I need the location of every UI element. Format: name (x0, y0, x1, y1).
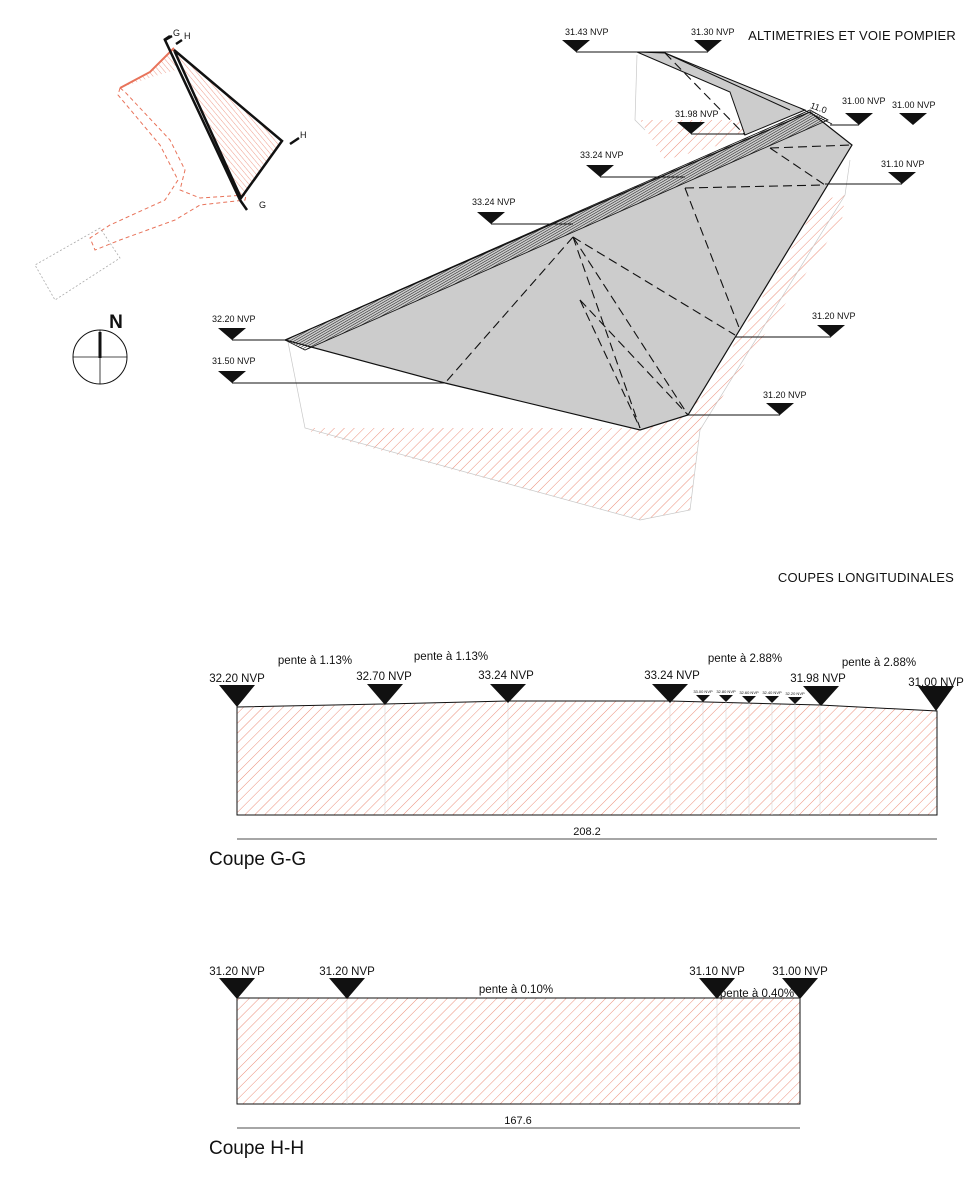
level-31-00-a: 31.00 NVP (842, 96, 886, 106)
gg-tiny-level-4: 32.40 NVP (762, 690, 782, 695)
level-33-24-a: 33.24 NVP (580, 150, 624, 160)
gg-tiny-level-5: 32.20 NVP (785, 691, 805, 696)
level-31-20-b: 31.20 NVP (763, 390, 807, 400)
gg-caption: Coupe G-G (209, 849, 306, 870)
section-mark-label-g1: G (173, 28, 180, 38)
plan-ridge-lines (444, 52, 853, 429)
level-31-20-a: 31.20 NVP (812, 311, 856, 321)
level-32-20: 32.20 NVP (212, 314, 256, 324)
gg-level-5: 31.98 NVP (790, 673, 846, 685)
hh-dimension: 167.6 (504, 1115, 532, 1127)
site-outline-grey (34, 227, 121, 301)
level-33-24-b: 33.24 NVP (472, 197, 516, 207)
section-gg-body (236, 700, 938, 816)
gg-dimension: 208.2 (573, 826, 601, 838)
hh-caption: Coupe H-H (209, 1138, 304, 1159)
section-mark-label-g2: G (259, 200, 266, 210)
gg-slope-1: pente à 1.13% (278, 655, 352, 667)
plan-level-markers: 31.43 NVP 31.30 NVP 31.98 NVP 31.00 NVP … (212, 27, 936, 416)
level-31-43: 31.43 NVP (565, 27, 609, 37)
key-plan: G H H G (34, 28, 307, 301)
plan-view: 11.0 31.43 NVP 31.30 NVP 31.98 NVP 31.00… (212, 27, 936, 521)
hh-level-2: 31.20 NVP (319, 966, 375, 978)
gg-tiny-level-2: 32.80 NVP (716, 689, 736, 694)
plan-ghost-outline (287, 159, 851, 521)
gg-level-6: 31.00 NVP (908, 677, 964, 689)
site-outline-dashed (89, 87, 247, 251)
gg-level-1: 32.20 NVP (209, 673, 265, 685)
gg-level-2: 32.70 NVP (356, 671, 412, 683)
gg-level-3: 33.24 NVP (478, 670, 534, 682)
plan-ramp (636, 51, 807, 136)
sections-title: COUPES LONGITUDINALES (778, 570, 954, 585)
plan-dimension-line (799, 107, 833, 125)
hh-level-1: 31.20 NVP (209, 966, 265, 978)
gg-tiny-level-1: 33.00 NVP (693, 689, 713, 694)
plan-dark-band (284, 109, 829, 351)
gg-level-4: 33.24 NVP (644, 670, 700, 682)
north-arrow: N (72, 312, 128, 385)
gg-tiny-level-3: 32.60 NVP (739, 690, 759, 695)
hh-slope-2: pente à 0.40% (720, 988, 794, 1000)
gg-slope-3: pente à 2.88% (708, 653, 782, 665)
section-hh-body (236, 997, 801, 1105)
plan-ghost-outline-2 (634, 54, 646, 131)
gg-slope-2: pente à 1.13% (414, 651, 488, 663)
level-31-10: 31.10 NVP (881, 159, 925, 169)
section-h-h: 31.20 NVP 31.20 NVP 31.10 NVP 31.00 NVP … (209, 966, 828, 1159)
plan-platform (283, 111, 853, 431)
section-mark-label-h1: H (184, 31, 191, 41)
section-g-g: 32.20 NVP 32.70 NVP 33.24 NVP 33.24 NVP … (209, 651, 964, 870)
hh-slope-1: pente à 0.10% (479, 984, 553, 996)
level-31-30: 31.30 NVP (691, 27, 735, 37)
level-31-98: 31.98 NVP (675, 109, 719, 119)
key-plan-platform (172, 49, 284, 201)
level-31-00-b: 31.00 NVP (892, 100, 936, 110)
hh-level-3: 31.10 NVP (689, 966, 745, 978)
plan-hatch-south (305, 195, 845, 520)
section-mark-h-bracket (163, 34, 300, 211)
hh-level-4: 31.00 NVP (772, 966, 828, 978)
gg-slope-4: pente à 2.88% (842, 657, 916, 669)
plan-hatch-north (640, 120, 760, 160)
north-label: N (109, 312, 123, 333)
section-mark-label-h2: H (300, 130, 307, 140)
plan-title: ALTIMETRIES ET VOIE POMPIER (748, 28, 956, 43)
level-31-50: 31.50 NVP (212, 356, 256, 366)
